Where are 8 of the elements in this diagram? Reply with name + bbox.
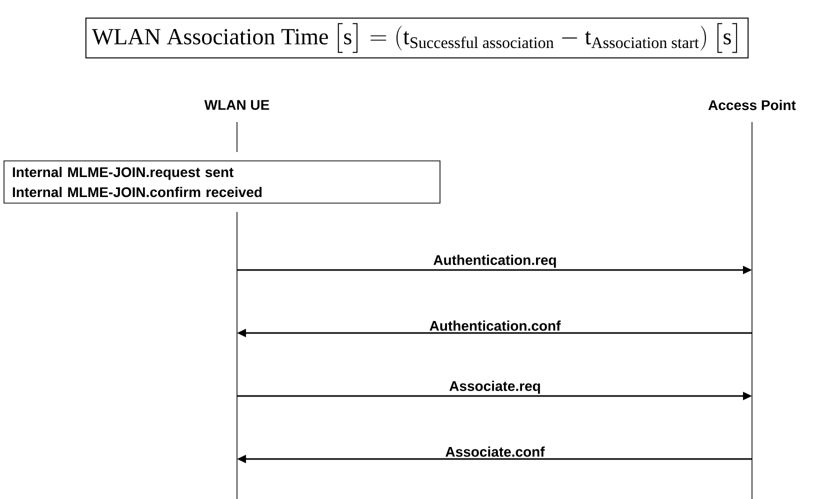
formula-box: $\text{WLAN Association Time}\,\big[\text{s}\big]=(\text{t}_{\text{Successful association}}-\text{t}_{\text{Association start}})\,\big[\text{s}\big]$ (85, 18, 749, 58)
message-label: Associate.conf (444, 446, 546, 458)
note-box: Internal MLME-JOIN.request sent Internal MLME-JOIN.confirm received (4, 160, 440, 204)
lifeline-header: Access Point (708, 100, 796, 110)
message-label: Authentication.req (432, 254, 558, 269)
message-label: Authentication.conf (428, 320, 562, 332)
message-label: Associate.req (448, 380, 542, 395)
lifeline-header: WLAN UE (204, 100, 270, 110)
